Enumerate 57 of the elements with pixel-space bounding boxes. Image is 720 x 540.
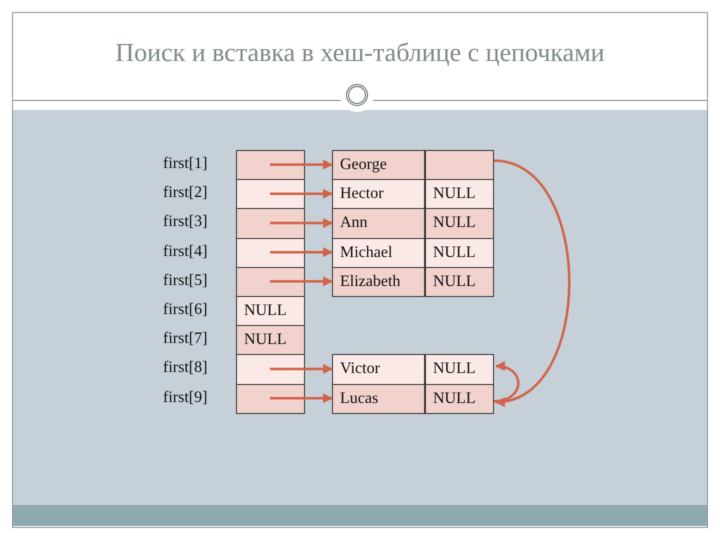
name-cell [332,238,425,268]
cell-text: NULL [433,360,476,378]
arrow [270,188,333,199]
arrow [270,276,333,286]
cell-text: Lucas [340,390,378,408]
cell-text: NULL [433,272,476,291]
bucket-cell [236,296,305,326]
cell-text: NULL [433,185,476,204]
cell-text: Michael [340,244,392,262]
name-cell [332,150,425,180]
cell-text: NULL [433,214,476,232]
index-label: first[1] [163,155,208,173]
bucket-cell [236,208,305,239]
pointer-cell [425,354,494,385]
cell-text: NULL [433,244,476,262]
arrow [270,247,333,258]
index-label: first[6] [163,301,208,319]
slide-title: Поиск и вставка в хеш-таблице с цепочками [114,38,606,68]
index-label: first[2] [163,184,208,202]
pointer-cell [425,150,494,180]
pointer-cell [425,179,494,210]
index-label: first[7] [163,330,208,348]
cell-text: Hector [340,185,384,204]
cell-text: George [340,156,387,174]
index-label: first[9] [163,388,208,407]
bucket-cell [236,150,305,180]
pointer-cell [425,238,494,268]
pointer-cell [425,208,494,239]
cell-text: NULL [244,331,287,350]
index-label: first[4] [163,242,208,261]
bucket-cell [236,179,305,210]
arrow [270,160,333,170]
arrow [270,364,333,374]
index-label: first[3] [163,213,208,232]
arrow [270,393,333,404]
cell-text: Victor [340,360,380,378]
cell-text: NULL [433,390,476,408]
name-cell [332,354,425,385]
arrow [494,362,520,402]
name-cell [332,266,425,297]
name-cell [332,384,425,414]
index-label: first[8] [163,359,208,378]
bucket-cell [236,384,305,414]
pointer-cell [425,266,494,297]
arrow [270,218,333,228]
pointer-cell [425,384,494,414]
index-label: first[5] [163,272,208,290]
cell-text: Ann [340,214,368,232]
name-cell [332,208,425,239]
arrow [494,159,570,406]
cell-text: Elizabeth [340,272,400,291]
bucket-cell [236,354,305,385]
bucket-cell [236,238,305,268]
cell-text: NULL [244,302,287,320]
bucket-cell [236,266,305,297]
name-cell [332,179,425,210]
bucket-cell [236,325,305,356]
